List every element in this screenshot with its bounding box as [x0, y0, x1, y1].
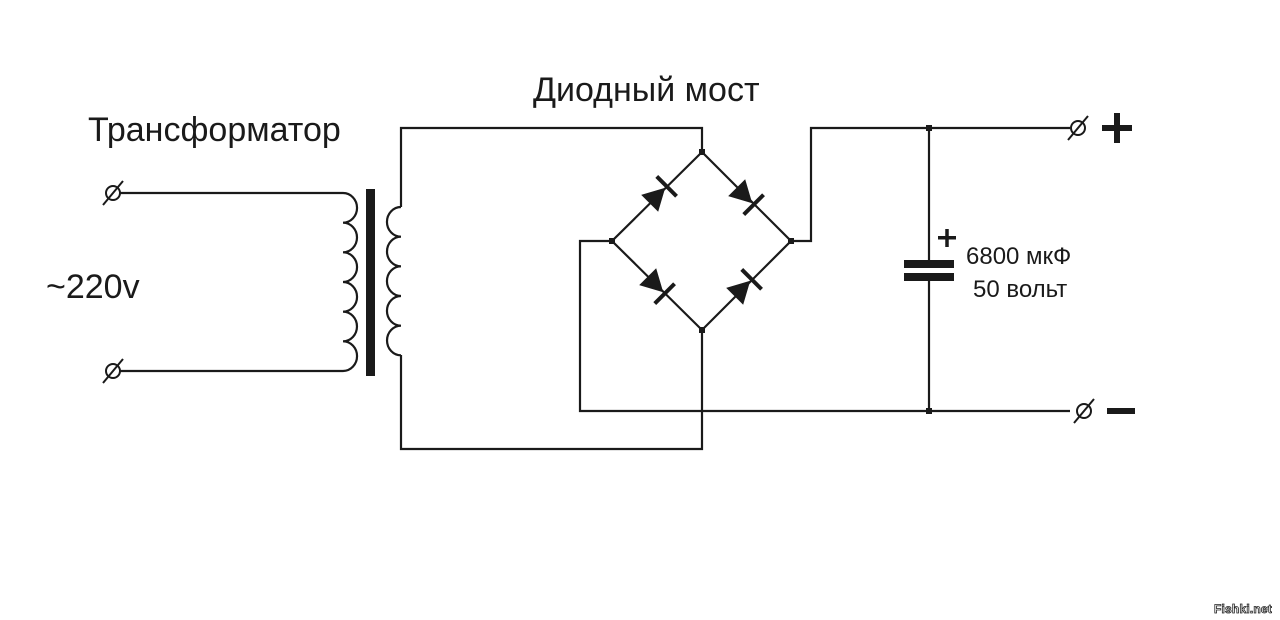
junction-dot [788, 238, 794, 244]
terminal-input-bottom [102, 358, 124, 384]
output-minus-sign [1107, 408, 1135, 414]
secondary-coil [385, 205, 402, 357]
terminal-input-top [102, 180, 124, 206]
secondary-wire-top [399, 126, 704, 207]
primary-coil [342, 191, 359, 373]
output-plus-sign [1114, 113, 1120, 143]
secondary-wire-bottom [399, 330, 704, 451]
capacitor-plate-positive [904, 260, 954, 268]
terminal-output-minus [1073, 398, 1095, 424]
capacitor-voltage-label: 50 вольт [973, 276, 1067, 303]
bridge-negative-wire [578, 239, 1070, 413]
diode-lower-left [639, 268, 676, 305]
transformer-label: Трансформатор [88, 111, 341, 149]
capacitor-value-label: 6800 мкФ [966, 243, 1071, 270]
junction-dot [699, 327, 705, 333]
input-voltage-label: ~220v [46, 268, 140, 306]
junction-dot [926, 125, 932, 131]
capacitor-plate-negative [904, 273, 954, 281]
diode-upper-left [641, 175, 678, 212]
terminal-output-plus [1067, 115, 1089, 141]
bridge-diamond [610, 150, 793, 332]
watermark: Fishki.net [1213, 602, 1273, 617]
junction-dot [699, 149, 705, 155]
bridge-positive-wire [791, 126, 1070, 243]
junction-dot [609, 238, 615, 244]
transformer-core [366, 189, 375, 376]
capacitor-plus-sign [945, 229, 949, 247]
junction-dot [926, 408, 932, 414]
diode-lower-right [726, 268, 763, 305]
bridge-label: Диодный мост [533, 71, 760, 109]
diode-upper-right [728, 179, 765, 216]
